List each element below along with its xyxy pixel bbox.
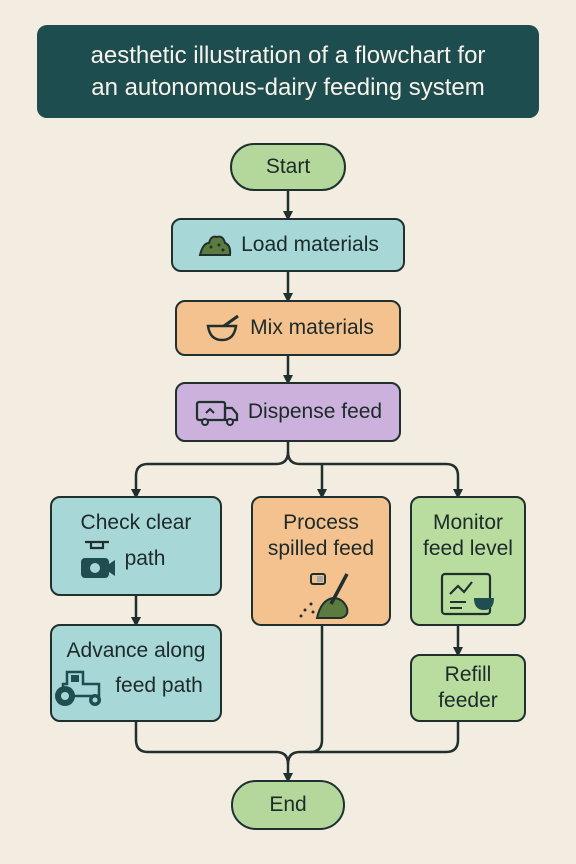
start-node: Start bbox=[230, 143, 346, 191]
load-materials-label: Load materials bbox=[241, 233, 379, 256]
dispense-feed-node: Dispense feed bbox=[175, 382, 401, 442]
title-banner: aesthetic illustration of a flowchart fo… bbox=[37, 25, 539, 118]
arrow-merge bbox=[134, 722, 293, 783]
check-clear-path-node: Check clear path bbox=[50, 496, 222, 596]
mix-materials-label: Mix materials bbox=[250, 316, 374, 339]
camera-icon bbox=[77, 536, 117, 582]
advance-along-feed-path-label-2: feed path bbox=[115, 674, 203, 697]
end-node: End bbox=[231, 780, 345, 830]
monitor-feed-level-label-1: Monitor bbox=[432, 511, 504, 534]
process-spilled-feed-node: Process spilled feed bbox=[251, 496, 391, 626]
monitor-feed-level-node: Monitor feed level bbox=[410, 496, 526, 626]
load-materials-node: Load materials bbox=[171, 218, 405, 272]
title-line-1: aesthetic illustration of a flowchart fo… bbox=[90, 41, 486, 69]
start-label: Start bbox=[265, 155, 311, 178]
mix-materials-node: Mix materials bbox=[175, 300, 401, 356]
title-line-2: an autonomous-dairy feeding system bbox=[91, 73, 485, 101]
advance-along-feed-path-node: Advance along feed path bbox=[50, 624, 222, 722]
refill-feeder-label-1: Refill bbox=[444, 663, 492, 686]
feed-pile-icon bbox=[197, 231, 233, 259]
tractor-icon bbox=[49, 664, 107, 708]
advance-along-feed-path-label-1: Advance along bbox=[66, 639, 206, 662]
monitor-chart-icon bbox=[438, 570, 498, 618]
arrow-split bbox=[131, 442, 290, 499]
shovel-icon bbox=[281, 568, 361, 622]
mortar-bowl-icon bbox=[202, 312, 242, 344]
truck-icon bbox=[194, 396, 240, 428]
dispense-feed-label: Dispense feed bbox=[247, 400, 383, 423]
check-clear-path-label-1: Check clear bbox=[80, 511, 192, 534]
process-spilled-feed-label-1: Process bbox=[283, 511, 359, 534]
end-label: End bbox=[269, 793, 307, 816]
monitor-feed-level-label-2: feed level bbox=[423, 537, 513, 560]
refill-feeder-label-2: feeder bbox=[438, 689, 498, 712]
check-clear-path-label-2: path bbox=[124, 547, 166, 570]
refill-feeder-node: Refill feeder bbox=[410, 654, 526, 722]
process-spilled-feed-label-2: spilled feed bbox=[267, 537, 375, 560]
